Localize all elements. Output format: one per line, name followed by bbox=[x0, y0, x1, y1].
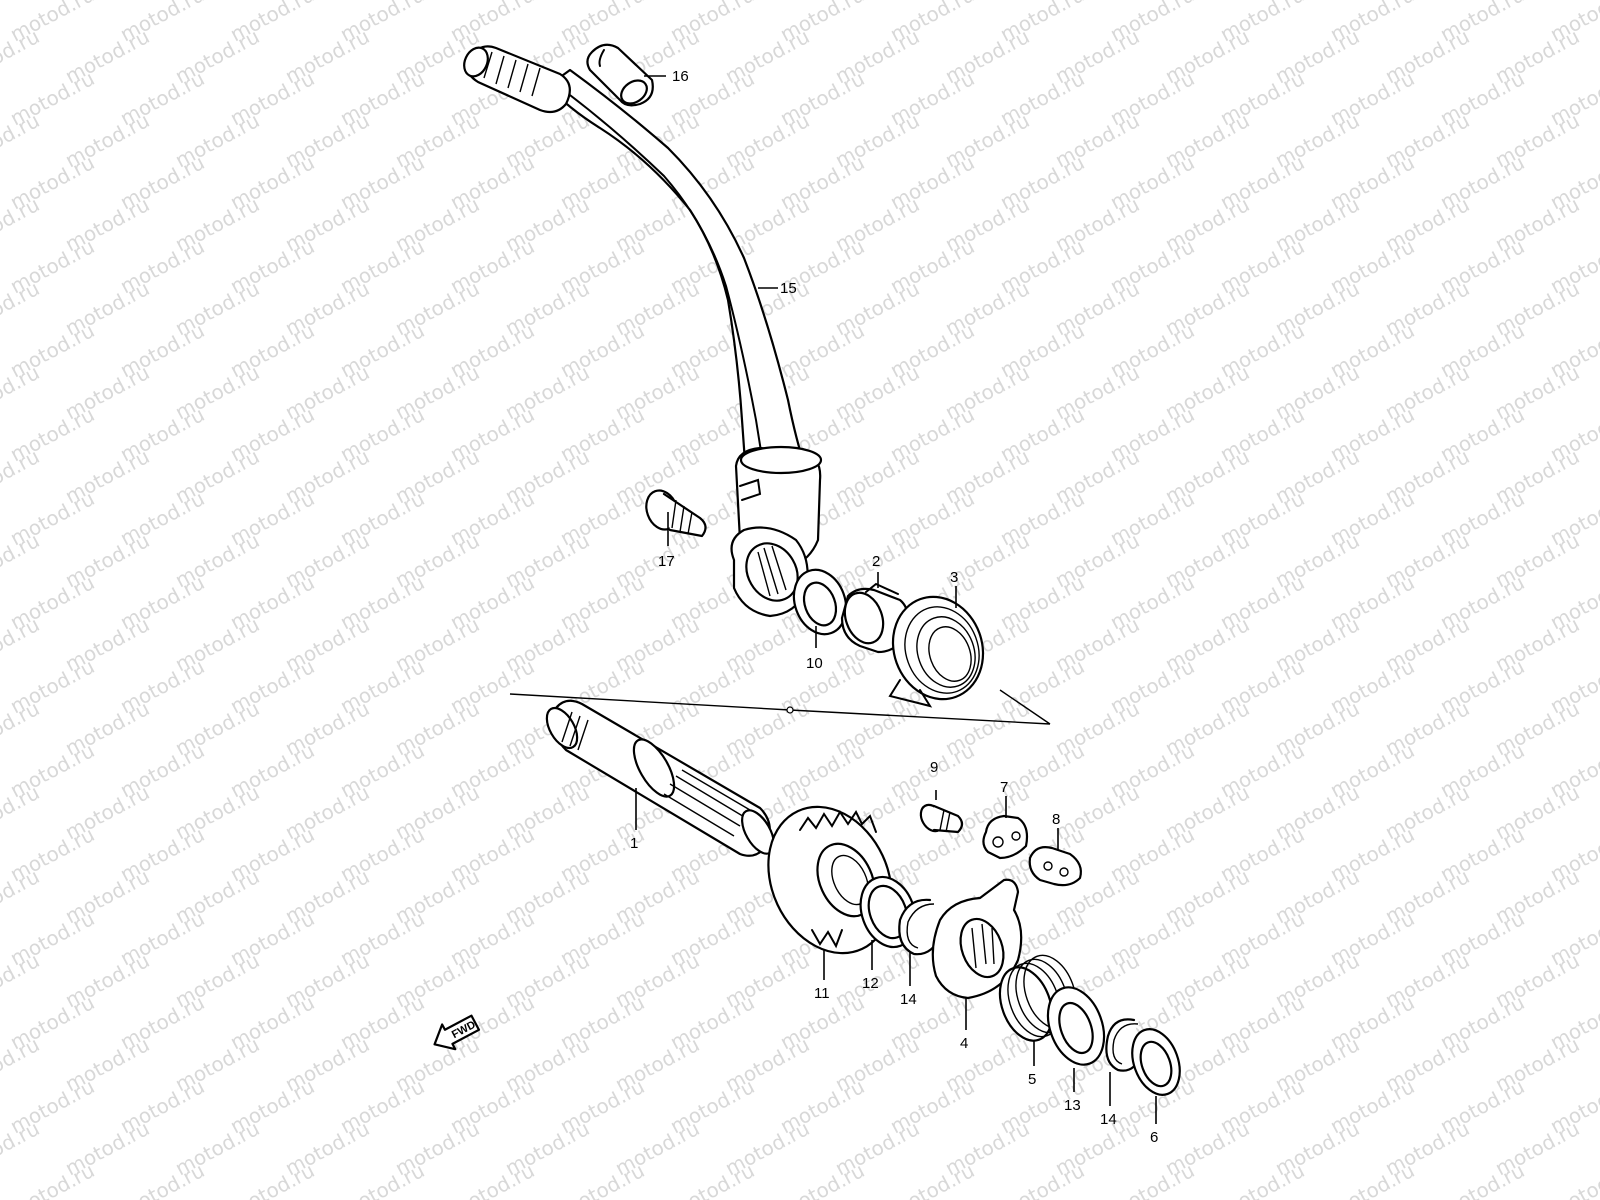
watermark-text: motod.ru bbox=[0, 780, 43, 844]
watermark-text: motod.ru bbox=[0, 1032, 43, 1096]
watermark-text: motod.ru bbox=[0, 696, 43, 760]
watermark-text: motod.ru bbox=[336, 1158, 428, 1200]
watermark-text: motod.ru bbox=[0, 360, 43, 424]
part-2-guide bbox=[840, 582, 910, 654]
watermark-text: motod.ru bbox=[776, 1158, 868, 1200]
watermark-text: motod.ru bbox=[226, 1158, 318, 1200]
callout-13: 13 bbox=[1064, 1097, 1081, 1114]
callout-1: 1 bbox=[630, 835, 638, 852]
watermark-text: motod.ru bbox=[6, 1158, 98, 1200]
part-4-ratchet bbox=[931, 878, 1023, 1000]
watermark-text: motod.ru bbox=[446, 1158, 538, 1200]
part-10-bushing bbox=[792, 568, 848, 636]
callout-5: 5 bbox=[1028, 1071, 1036, 1088]
arrow-left-icon bbox=[433, 1014, 481, 1051]
watermark-text: motod.ru bbox=[0, 948, 43, 1012]
callout-11: 11 bbox=[814, 985, 830, 1002]
watermark-text: motod.ru bbox=[1216, 1158, 1308, 1200]
part-17-bolt bbox=[645, 489, 707, 538]
watermark-text: motod.ru bbox=[666, 1158, 758, 1200]
callout-16: 16 bbox=[672, 68, 689, 85]
watermark-text: motod.ru bbox=[886, 1158, 978, 1200]
callout-12: 12 bbox=[862, 975, 879, 992]
watermark-text: motod.ru bbox=[0, 864, 43, 928]
watermark-text: motod.ru bbox=[1106, 1158, 1198, 1200]
callout-3: 3 bbox=[950, 569, 958, 586]
callout-4: 4 bbox=[960, 1035, 968, 1052]
watermark-text: motod.ru bbox=[996, 1158, 1088, 1200]
watermark-text: motod.ru bbox=[0, 24, 43, 88]
part-6-washer bbox=[1131, 1028, 1181, 1096]
part-1-kick-shaft bbox=[545, 699, 775, 857]
part-8-guide-plate bbox=[1028, 846, 1082, 887]
watermark-text: motod.ru bbox=[1326, 1158, 1418, 1200]
watermark-text: motod.ru bbox=[0, 276, 43, 340]
watermark-text: motod.ru bbox=[0, 444, 43, 508]
callout-2: 2 bbox=[872, 553, 880, 570]
watermark-text: motod.ru bbox=[0, 108, 43, 172]
callout-14-upper: 14 bbox=[900, 991, 917, 1008]
part-16-cap bbox=[586, 43, 654, 107]
part-14-circlip-upper bbox=[898, 898, 942, 956]
part-15-kick-lever bbox=[463, 45, 823, 618]
watermark-text: motod.ru bbox=[1436, 1158, 1528, 1200]
watermark-text: motod.ru bbox=[0, 192, 43, 256]
part-13-washer bbox=[1046, 986, 1106, 1066]
watermark-text: motod.ru bbox=[0, 612, 43, 676]
callout-14-lower: 14 bbox=[1100, 1111, 1117, 1128]
callout-labels: 16 15 17 10 2 3 1 11 12 14 9 7 8 4 5 13 … bbox=[630, 68, 1158, 1146]
watermark-text: motod.ru bbox=[116, 1158, 208, 1200]
watermark-text: motod.ru bbox=[0, 0, 43, 4]
watermark-text: motod.ru bbox=[0, 1116, 43, 1180]
callout-9: 9 bbox=[930, 759, 938, 776]
callout-8: 8 bbox=[1052, 811, 1060, 828]
callout-6: 6 bbox=[1150, 1129, 1158, 1146]
watermark-text: motod.ru bbox=[556, 1158, 648, 1200]
callout-10: 10 bbox=[806, 655, 823, 672]
part-3-spring bbox=[888, 595, 985, 708]
watermark-text: motod.ru bbox=[1546, 1158, 1600, 1200]
alignment-lines bbox=[509, 689, 1051, 725]
callout-7: 7 bbox=[1000, 779, 1008, 796]
part-7-plate bbox=[982, 814, 1029, 860]
watermark-text: motod.ru bbox=[0, 528, 43, 592]
callout-17: 17 bbox=[658, 553, 675, 570]
part-9-screw bbox=[919, 803, 964, 834]
callout-15: 15 bbox=[780, 280, 797, 297]
leader-lines bbox=[635, 75, 1157, 1124]
